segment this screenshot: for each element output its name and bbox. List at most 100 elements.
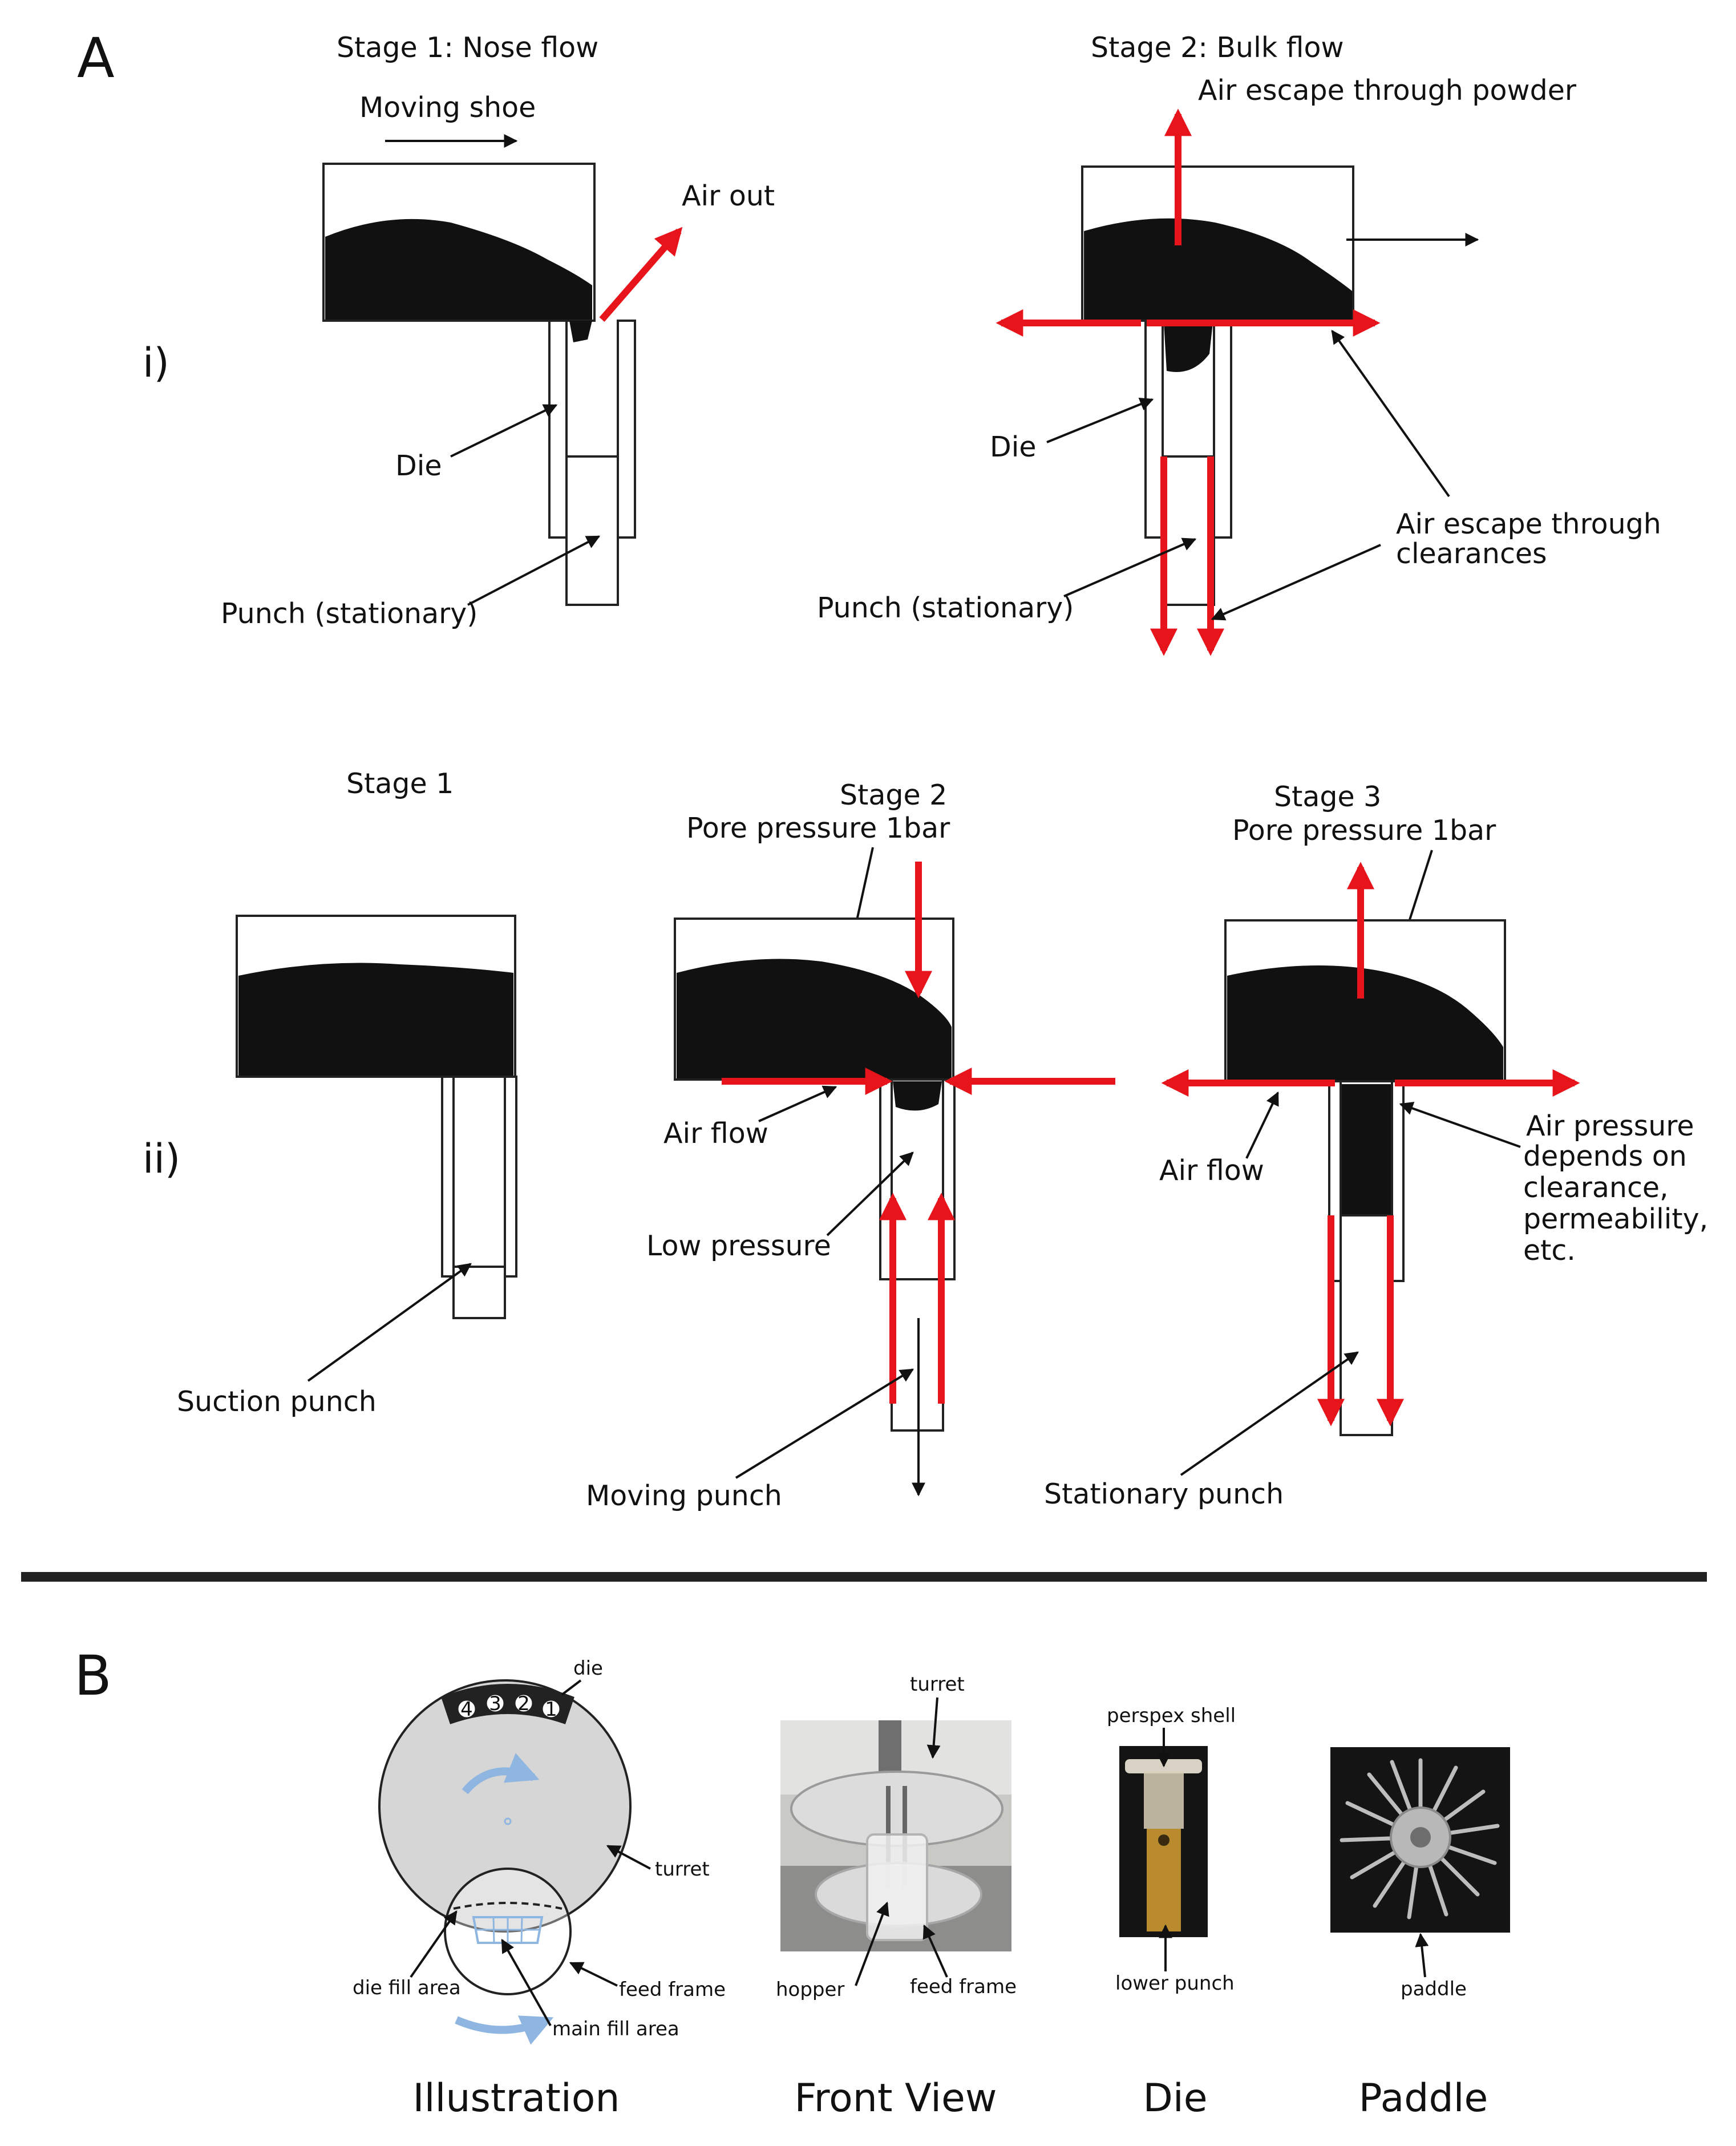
- paddle-leader: [1415, 1933, 1429, 1978]
- stationary-punch: [1340, 1214, 1393, 1436]
- row-i-label: i): [143, 340, 169, 386]
- air-flow-leader: [758, 1085, 837, 1122]
- panel-separator: [21, 1572, 1707, 1582]
- perspex-shell-body: [1144, 1772, 1184, 1829]
- clearance-leader-bottom: [1211, 544, 1381, 621]
- air-pressure-line-2: depends on: [1523, 1140, 1687, 1173]
- stage3-title: Stage 3: [1274, 781, 1381, 813]
- air-pressure-leader: [1399, 1101, 1521, 1148]
- air-pressure-line-5: etc.: [1523, 1234, 1576, 1267]
- punch-leader: [1063, 537, 1197, 597]
- turret-disc: [378, 1679, 632, 1933]
- air-pressure-line-4: permeability,: [1523, 1203, 1708, 1235]
- air-escape-powder-label: Air escape through powder: [1198, 74, 1577, 107]
- die-fill-powder: [1342, 1084, 1391, 1215]
- die-fill-area-label: die fill area: [353, 1977, 461, 1999]
- paddle-caption: Paddle: [1359, 2076, 1488, 2121]
- stage2-title: Stage 2: Bulk flow: [1091, 31, 1344, 64]
- lower-punch-label: lower punch: [1115, 1972, 1235, 1995]
- punch: [1162, 455, 1215, 606]
- row-i-stage-2: Stage 2: Bulk flow Air escape through po…: [817, 31, 1661, 656]
- pore-pressure-label: Pore pressure 1bar: [686, 812, 950, 844]
- paddle-photo: paddle Paddle: [1330, 1747, 1510, 2121]
- air-pressure-note: Air pressure depends on clearance, perme…: [1523, 1110, 1708, 1267]
- paddle-nut: [1410, 1827, 1431, 1848]
- feed-frame-leader: [922, 1924, 948, 1978]
- turret-leader: [926, 1697, 941, 1759]
- air-flow-label: Air flow: [663, 1117, 768, 1150]
- suction-punch: [452, 1266, 506, 1319]
- powder-bed: [325, 219, 592, 320]
- air-out-label: Air out: [682, 180, 775, 212]
- stationary-punch-leader: [1180, 1351, 1359, 1476]
- feed-frame-label: feed frame: [619, 1978, 726, 2001]
- die-fill-powder: [893, 1081, 942, 1111]
- die-screw: [1158, 1834, 1170, 1846]
- die-leader: [1046, 397, 1154, 443]
- low-pressure-label: Low pressure: [646, 1230, 831, 1262]
- panel-a-label: A: [77, 26, 115, 90]
- air-escape-clearances-line2: clearances: [1396, 537, 1547, 570]
- hopper-leader: [855, 1901, 889, 1986]
- suction-punch-leader: [307, 1263, 472, 1382]
- low-pressure-leader: [826, 1151, 914, 1236]
- die-fill-area-leader: [410, 1910, 458, 1978]
- turret-illustration: 4 3 2 1 die turret die fill area feed fr…: [353, 1657, 726, 2121]
- air-escape-clearances-line1: Air escape through: [1396, 508, 1661, 540]
- punch-label: Punch (stationary): [221, 597, 477, 630]
- main-fill-grid: [472, 1916, 544, 1944]
- air-flow-leader: [1245, 1091, 1279, 1159]
- punch-label: Punch (stationary): [817, 592, 1074, 624]
- die-fill-area-arc: [453, 1902, 563, 1910]
- die-number: 2: [517, 1692, 530, 1715]
- die-caption: Die: [1143, 2076, 1207, 2121]
- die-slot: [541, 1699, 561, 1719]
- die-wall-left: [548, 320, 568, 539]
- row-ii-stage-3: Stage 3 Pore pressure 1bar Air flow Air …: [1044, 781, 1708, 1510]
- air-flow-label: Air flow: [1159, 1154, 1264, 1187]
- die-wall-right: [504, 1076, 517, 1278]
- turret-center: [504, 1817, 512, 1825]
- die-wall-left: [1144, 320, 1164, 539]
- powder-bed: [238, 963, 513, 1076]
- suction-punch-label: Suction punch: [177, 1385, 377, 1418]
- punch: [565, 455, 619, 606]
- air-out-arrow: [599, 227, 683, 322]
- powder-bed: [677, 959, 952, 1078]
- die-slot: [485, 1693, 505, 1713]
- turret-leader: [606, 1845, 651, 1870]
- stage1-title: Stage 1: Nose flow: [337, 31, 598, 64]
- row-ii-stage-2: Stage 2 Pore pressure 1bar Air flow Low …: [586, 779, 1115, 1512]
- die-number: 1: [545, 1698, 557, 1721]
- panel-b-label: B: [74, 1644, 112, 1708]
- clearance-leader-top: [1331, 330, 1450, 498]
- main-fill-area-label: main fill area: [552, 2018, 679, 2040]
- die-wall-right: [1213, 320, 1232, 539]
- turret-rotation-arrow: [462, 1753, 540, 1795]
- powder-bed: [1084, 218, 1352, 320]
- turret-label: turret: [655, 1858, 710, 1881]
- row-i-stage-1: Stage 1: Nose flow Moving shoe Air out D…: [221, 31, 775, 630]
- paddle-label: paddle: [1401, 1978, 1467, 2000]
- die-leader: [561, 1679, 582, 1696]
- feed-frame-label: feed frame: [910, 1975, 1017, 1998]
- front-view-photo: turret hopper feed frame Front View: [776, 1673, 1017, 2121]
- die-number: 4: [460, 1698, 473, 1721]
- die-label: die: [573, 1657, 603, 1680]
- feed-rotation-arrow: [455, 2015, 554, 2045]
- die-fill-powder: [1164, 322, 1213, 372]
- die-label: Die: [395, 450, 442, 482]
- die-wall-right: [617, 320, 636, 539]
- die-slot: [513, 1693, 534, 1713]
- main-fill-area-leader: [501, 1938, 552, 2026]
- die-slot: [456, 1699, 477, 1719]
- stage1-title: Stage 1: [346, 767, 454, 800]
- air-pressure-line-1: Air pressure: [1526, 1110, 1694, 1142]
- nose-flow-powder: [569, 321, 592, 342]
- moving-shoe-label: Moving shoe: [359, 91, 536, 124]
- front-view-caption: Front View: [795, 2076, 997, 2121]
- row-ii-label: ii): [143, 1135, 180, 1182]
- stationary-punch-label: Stationary punch: [1044, 1478, 1284, 1510]
- air-pressure-line-3: clearance,: [1523, 1171, 1669, 1204]
